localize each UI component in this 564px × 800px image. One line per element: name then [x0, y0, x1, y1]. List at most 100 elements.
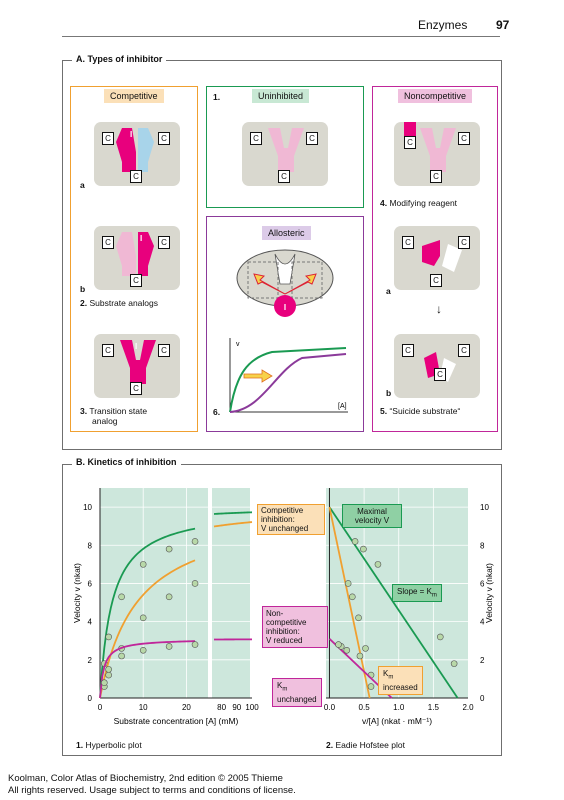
- data-point: [349, 593, 356, 601]
- transition-state-shape: [120, 340, 156, 384]
- data-point: [367, 683, 375, 690]
- enzyme-competitive-a: C C C I: [94, 122, 180, 186]
- coenzyme-box: C: [458, 344, 470, 357]
- callout-competitive: Competitive inhibition: V unchanged: [257, 504, 325, 535]
- x-tick-label: 90: [232, 703, 241, 712]
- y-tick-label: 10: [480, 503, 489, 512]
- callout-line: inhibition:: [261, 515, 295, 524]
- caption-text: Hyperbolic plot: [85, 740, 142, 750]
- plot1-caption: 1. Hyperbolic plot: [76, 740, 142, 750]
- data-point: [355, 614, 362, 622]
- caption-text: Substrate analogs: [89, 298, 158, 308]
- coenzyme-box: C: [306, 132, 318, 145]
- x-tick-label: 0.5: [359, 703, 371, 712]
- y-tick-label: 6: [88, 579, 93, 588]
- label-b: b: [80, 284, 86, 294]
- section-b-title: B. Kinetics of inhibition: [72, 457, 181, 467]
- data-point: [335, 641, 342, 648]
- coenzyme-box: C: [404, 136, 416, 149]
- coenzyme-box: C: [402, 236, 414, 249]
- label-a: a: [80, 180, 85, 190]
- series-line-0: [99, 527, 196, 699]
- substrate-shape: [268, 128, 304, 172]
- y-tick-label: 8: [480, 541, 485, 550]
- allosteric-inhibitor-i: I: [284, 303, 286, 312]
- coenzyme-box: C: [278, 170, 290, 183]
- chapter-title: Enzymes: [418, 18, 468, 32]
- caption-number: 3.: [80, 406, 88, 416]
- data-point: [105, 671, 112, 679]
- data-point: [360, 545, 367, 553]
- x-tick-label: 100: [245, 703, 259, 712]
- callout-line: inhibition:: [266, 627, 300, 636]
- caption-number: 4.: [380, 198, 388, 208]
- y-tick-label: 10: [83, 503, 92, 512]
- y-tick-label: 8: [88, 541, 93, 550]
- y-tick-label: 6: [480, 579, 485, 588]
- series-line-2: [99, 640, 196, 699]
- y-tick-label: 4: [480, 618, 485, 627]
- callout-sub: m: [431, 592, 437, 599]
- series-line-0: [213, 511, 253, 515]
- plot1-background-right: [212, 488, 250, 698]
- data-point: [165, 593, 173, 601]
- coenzyme-box: C: [158, 344, 170, 357]
- callout-line: Competitive: [261, 506, 304, 515]
- y-tick-label: 4: [88, 618, 93, 627]
- allosteric-s-label: [A]: [338, 403, 347, 410]
- noncompetitive-label: Noncompetitive: [398, 89, 473, 103]
- data-point: [191, 538, 199, 545]
- data-point: [351, 538, 359, 545]
- y-axis-label: Velocity v (nkat): [72, 563, 82, 623]
- enzyme-transition-state: C C C I: [94, 334, 180, 398]
- callout-line: velocity V: [354, 516, 390, 525]
- data-point: [105, 666, 112, 673]
- callout-text: Slope = K: [397, 587, 432, 596]
- suicide-caption: 5. “Suicide substrate“: [380, 406, 460, 416]
- coenzyme-box: C: [102, 236, 114, 249]
- coenzyme-box: C: [250, 132, 262, 145]
- callout-line: Non-: [266, 609, 284, 618]
- x-tick-label: 0.0: [324, 703, 336, 712]
- data-point: [450, 660, 458, 667]
- data-point: [139, 646, 147, 654]
- inhibitor-i: I: [130, 130, 133, 139]
- enzyme-suicide-a: C C C: [394, 226, 480, 290]
- copyright-line-1: Koolman, Color Atlas of Biochemistry, 2n…: [8, 773, 283, 784]
- x-axis-label: Substrate concentration [A] (mM): [114, 716, 239, 726]
- x-axis-label: v/[A] (nkat · mM⁻¹): [362, 716, 432, 726]
- x-tick-label: 10: [139, 703, 148, 712]
- allosteric-enzyme-diagram: I: [236, 249, 334, 317]
- callout-line: unchanged: [277, 694, 317, 704]
- substrate-analog-shape: [116, 232, 154, 276]
- data-point: [101, 679, 108, 687]
- callout-text: K: [383, 669, 389, 678]
- modifying-caption: 4. Modifying reagent: [380, 198, 457, 208]
- coenzyme-box: C: [102, 132, 114, 145]
- competitive-label: Competitive: [104, 89, 164, 103]
- callout-text: K: [277, 681, 283, 690]
- callout-sub: m: [388, 674, 394, 681]
- enzyme-uninhibited: C C C: [242, 122, 328, 186]
- copyright-line-2: All rights reserved. Usage subject to te…: [8, 785, 296, 796]
- coenzyme-box: C: [402, 344, 414, 357]
- substrate-analogs-caption: 2. Substrate analogs: [80, 298, 158, 308]
- data-point: [191, 641, 199, 648]
- coenzyme-box: C: [130, 170, 142, 183]
- y-tick-label: 2: [480, 656, 485, 665]
- data-point: [118, 652, 125, 660]
- y-tick-label: 0: [480, 694, 485, 703]
- plot2-caption: 2. Eadie Hofstee plot: [326, 740, 405, 750]
- data-point: [165, 545, 173, 553]
- data-point: [118, 593, 125, 601]
- callout-slope: Slope = Km: [392, 584, 442, 602]
- coenzyme-box: C: [130, 274, 142, 287]
- inhibitor-i: I: [140, 234, 143, 243]
- series-line-0: [328, 506, 459, 699]
- caption-text: Transition state: [89, 406, 148, 416]
- caption-number: 2.: [326, 740, 334, 750]
- caption-text: Eadie Hofstee plot: [335, 740, 405, 750]
- caption-number: 5.: [380, 406, 388, 416]
